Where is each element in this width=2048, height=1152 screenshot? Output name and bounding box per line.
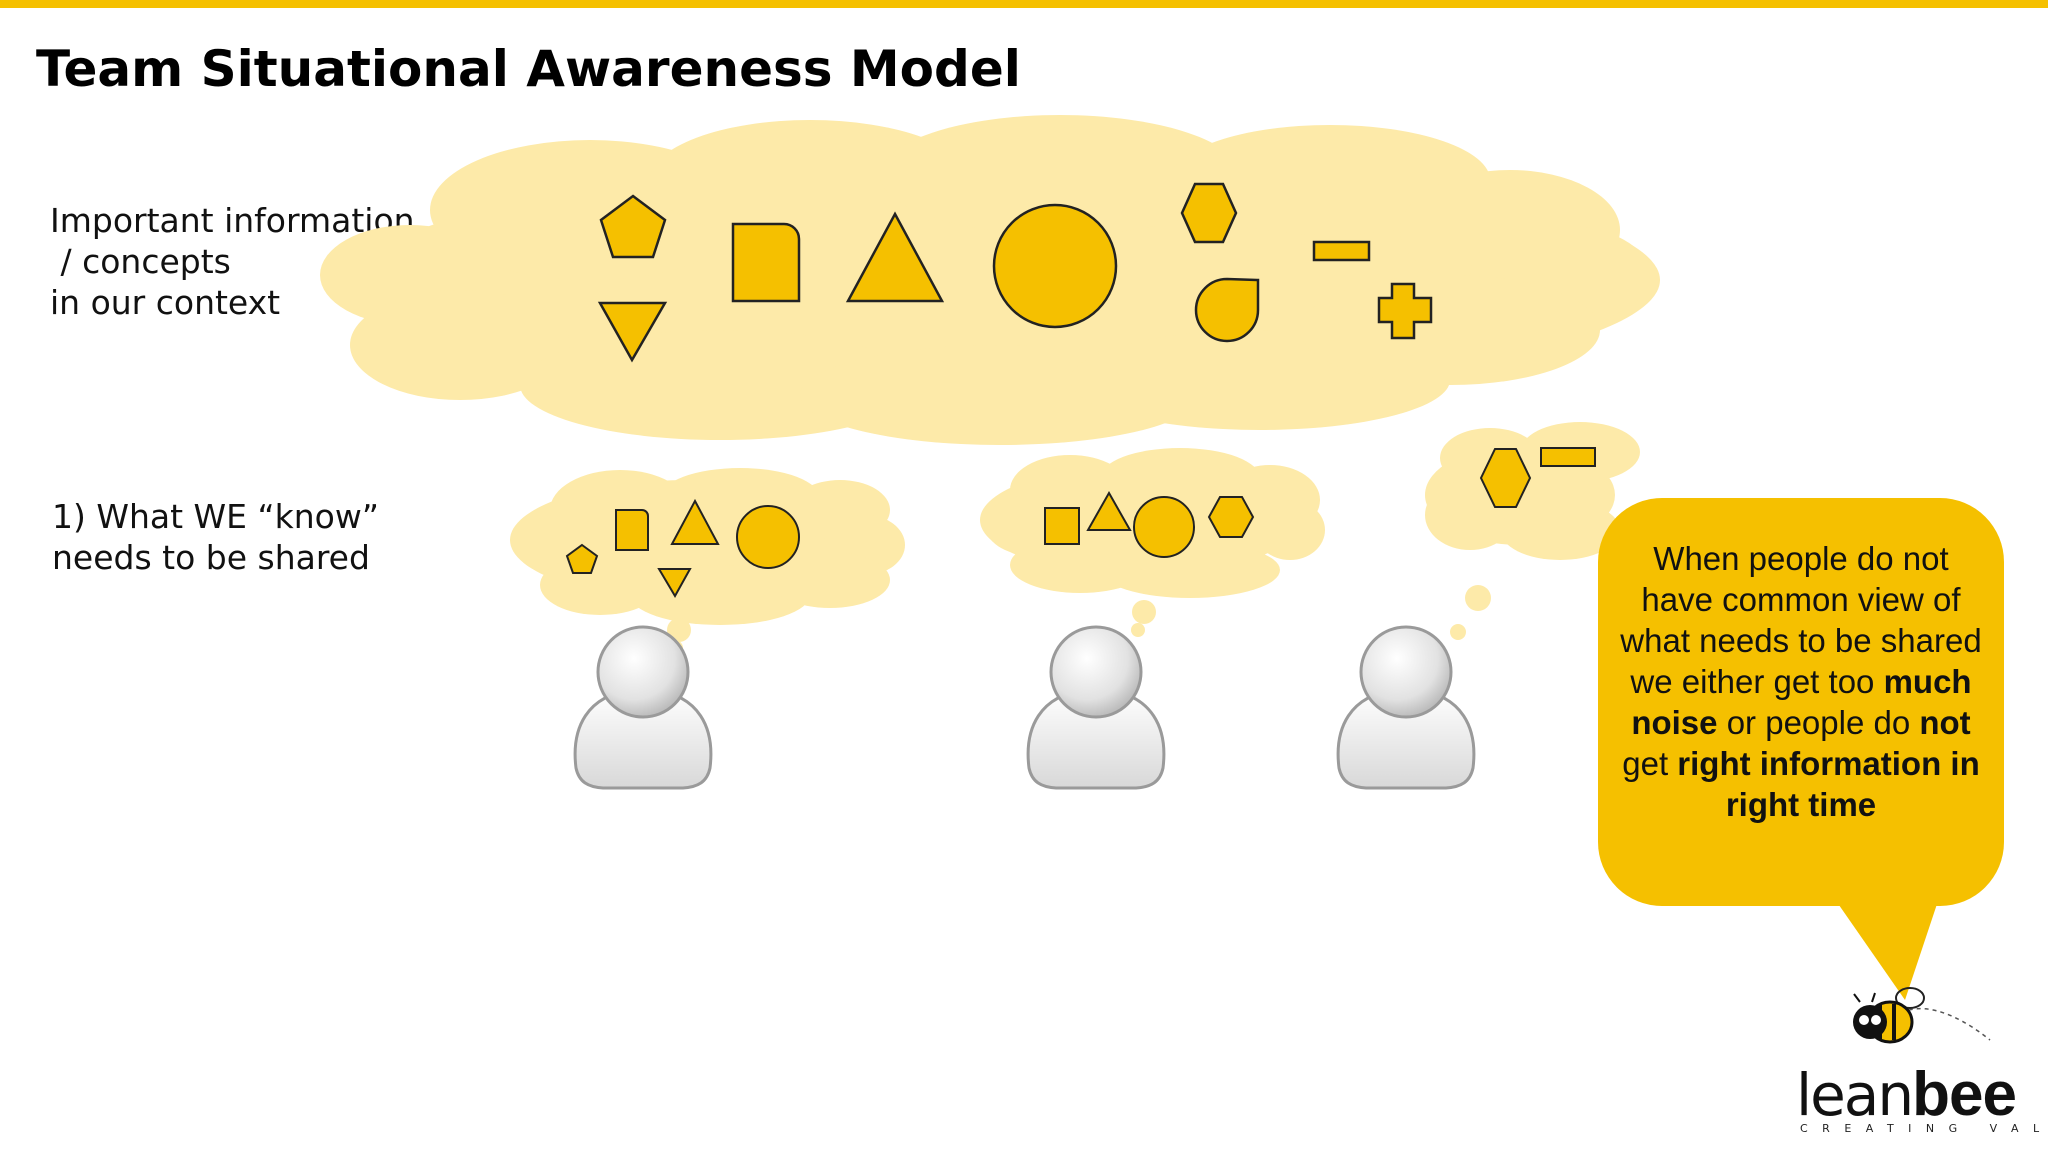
square-shape-small bbox=[1044, 507, 1080, 545]
top-accent-bar bbox=[0, 0, 2048, 8]
triangle-down-shape-small bbox=[657, 568, 692, 599]
callout-bubble: When people do not have common view of w… bbox=[1598, 498, 2004, 906]
circle-shape-small-2 bbox=[1133, 496, 1195, 558]
person-icon bbox=[1026, 625, 1166, 790]
triangle-shape-small bbox=[670, 498, 720, 545]
hexagon-shape-small bbox=[1207, 496, 1255, 538]
pentagon-shape-small bbox=[565, 543, 599, 574]
circle-shape-small bbox=[736, 505, 800, 569]
logo-wordmark: leanbee bbox=[1796, 1060, 2017, 1129]
drop-shape bbox=[1194, 277, 1260, 343]
bar-shape bbox=[1312, 240, 1371, 262]
pentagon-shape bbox=[599, 194, 667, 259]
thought-cloud-2 bbox=[980, 448, 1325, 637]
circle-shape bbox=[992, 203, 1118, 329]
triangle-down-shape bbox=[597, 301, 668, 363]
hexagon-shape-small-2 bbox=[1479, 448, 1532, 508]
context-shapes bbox=[597, 182, 1433, 363]
triangle-shape bbox=[845, 211, 945, 303]
thought-shapes-1 bbox=[565, 498, 800, 599]
logo-tagline: CREATING VALUE bbox=[1800, 1122, 2048, 1135]
plus-shape bbox=[1377, 282, 1433, 340]
person-icon bbox=[1336, 625, 1476, 790]
rounded-square-shape-small bbox=[615, 509, 649, 551]
shared-label: 1) What WE “know” needs to be shared bbox=[52, 497, 379, 577]
speech-bubble-tail bbox=[1832, 895, 1940, 1000]
triangle-shape-small-2 bbox=[1086, 490, 1132, 531]
thought-shapes-2 bbox=[1044, 490, 1255, 558]
thought-shapes-3 bbox=[1479, 447, 1596, 508]
page-title: Team Situational Awareness Model bbox=[36, 40, 1021, 98]
hexagon-shape bbox=[1180, 182, 1238, 244]
rounded-square-shape bbox=[731, 222, 801, 303]
bar-shape-small bbox=[1540, 447, 1596, 467]
person-icon bbox=[573, 625, 713, 790]
context-label: Important information / concepts in our … bbox=[50, 201, 415, 322]
context-cloud bbox=[320, 115, 1660, 445]
leanbee-logo-icon bbox=[1853, 987, 1991, 1044]
